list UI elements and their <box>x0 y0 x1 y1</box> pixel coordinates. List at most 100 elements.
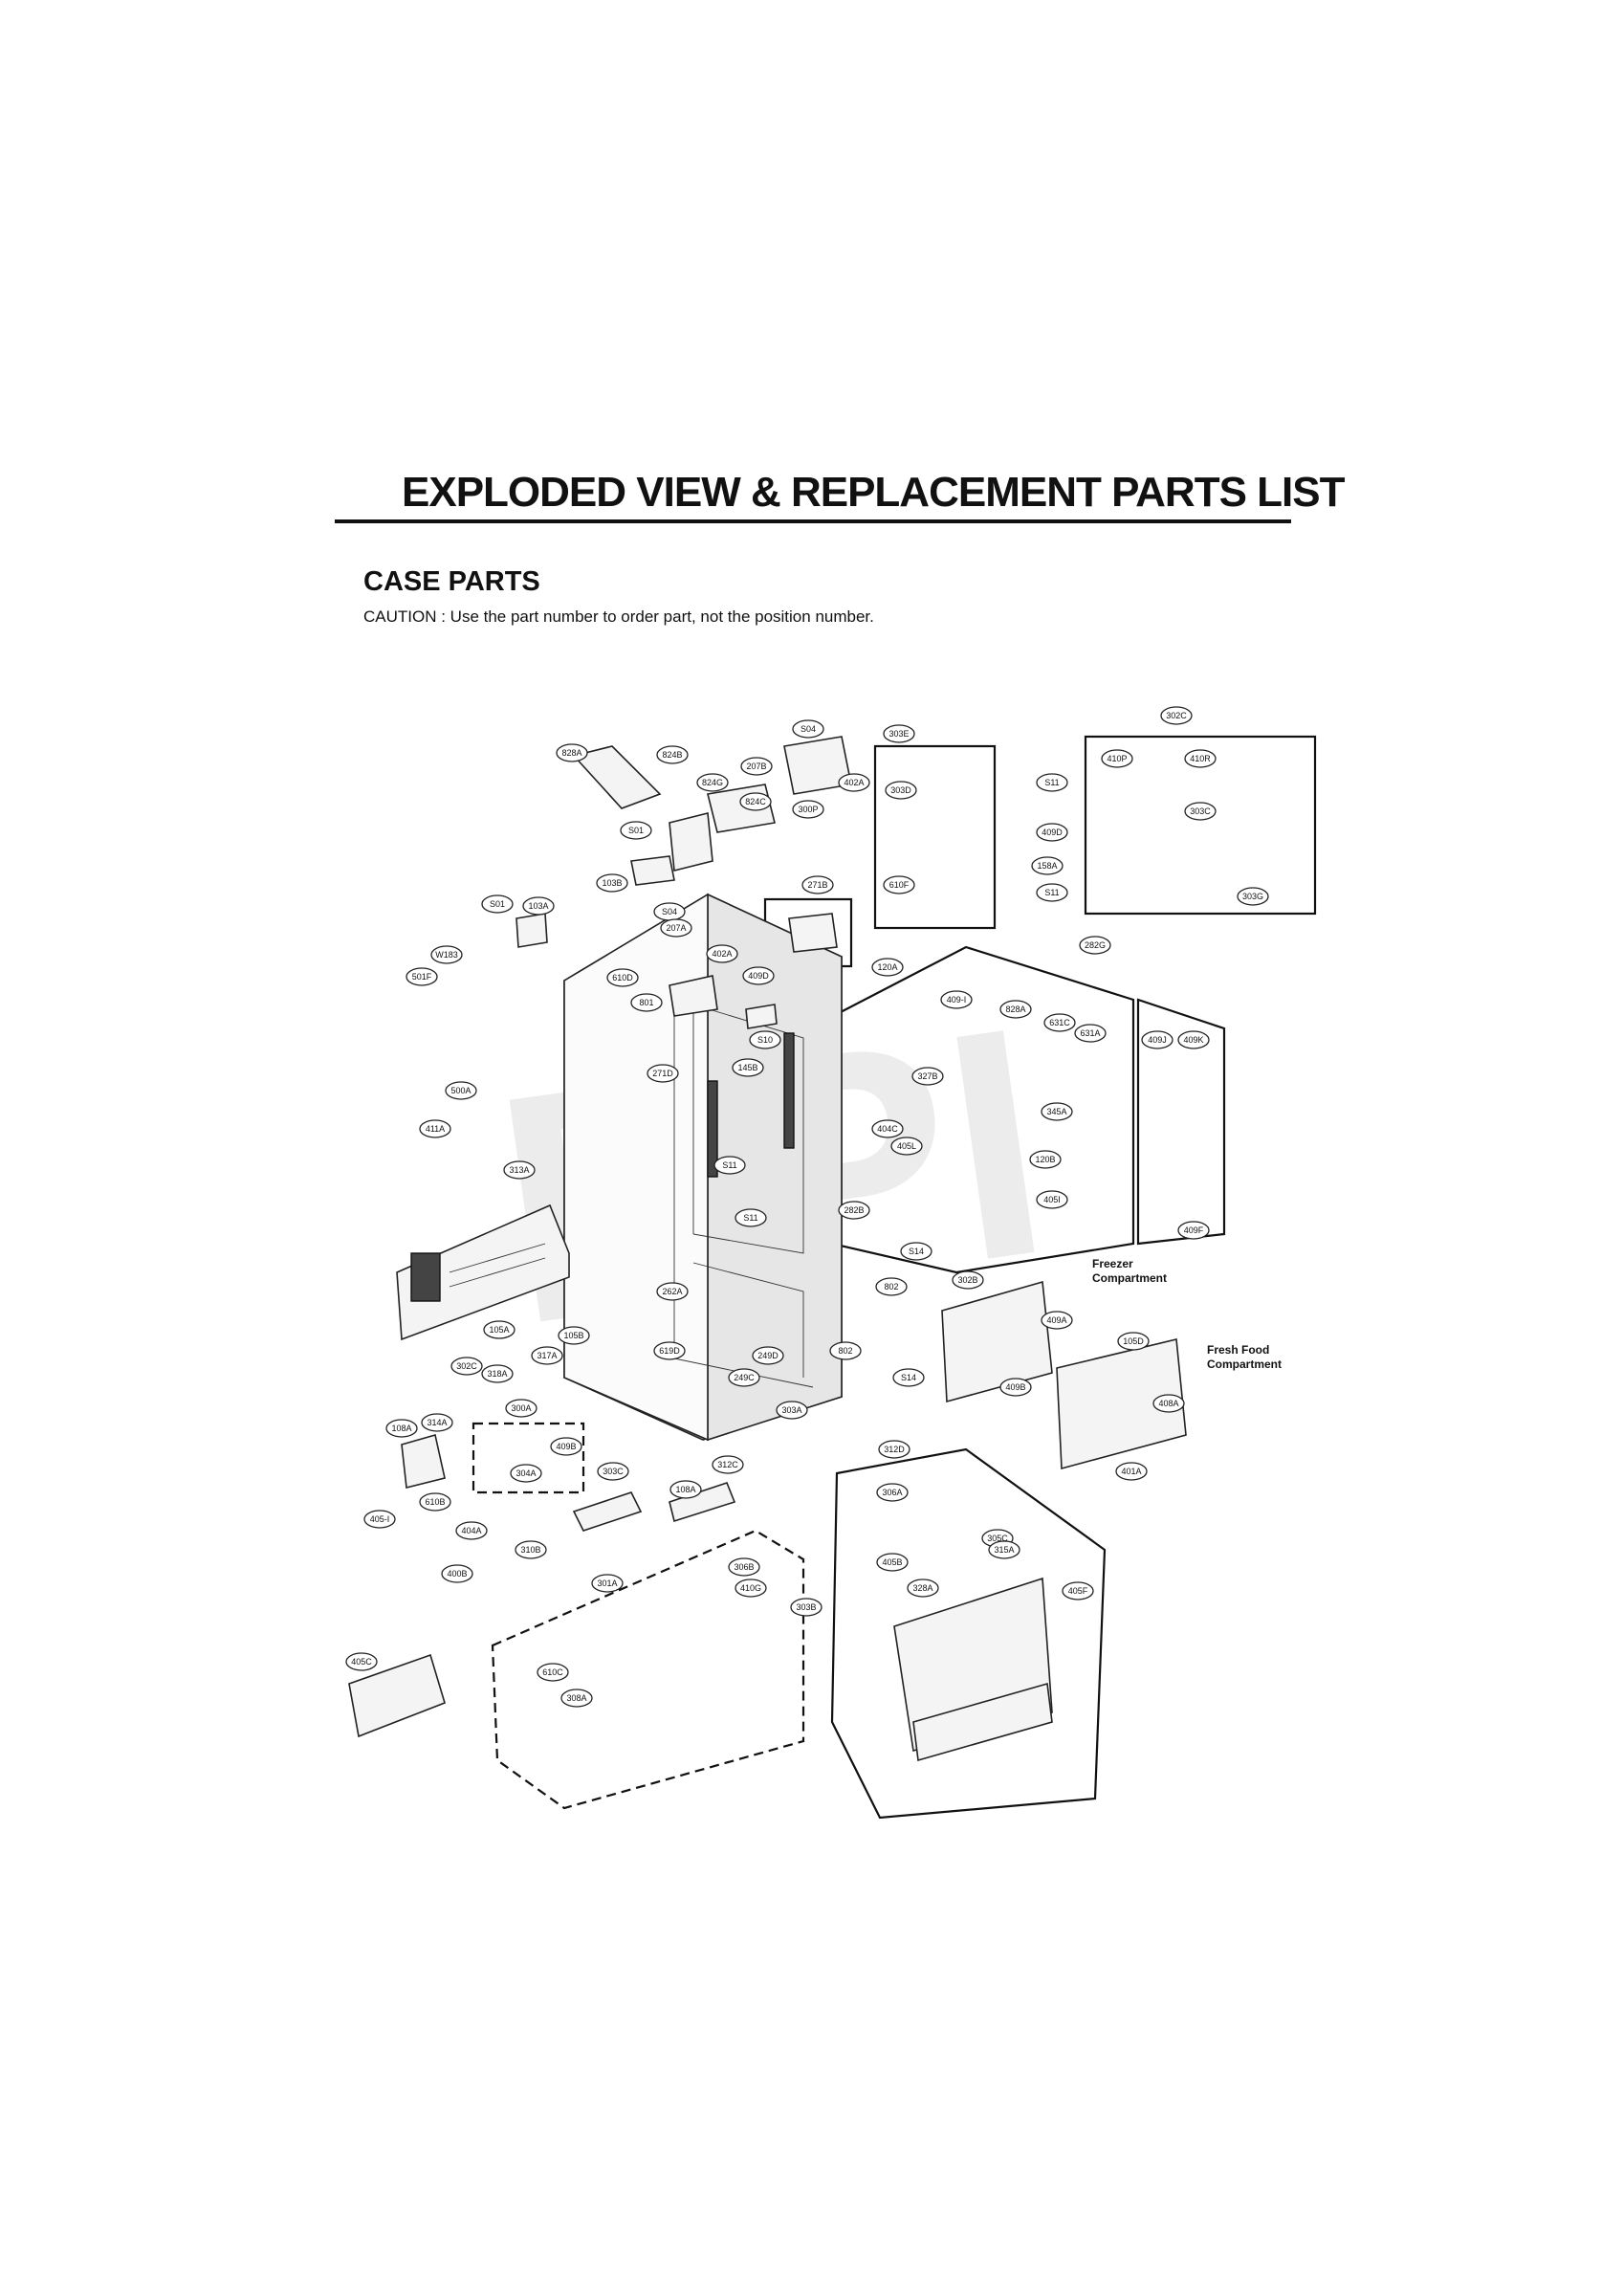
callout: 308A <box>560 1689 593 1708</box>
callout-label: 409J <box>1148 1035 1167 1045</box>
callout-bubble <box>450 1357 483 1376</box>
callout-label: 345A <box>1046 1107 1066 1116</box>
callout-label: 610D <box>612 973 633 982</box>
callout-bubble <box>510 1464 542 1483</box>
callout: S01 <box>481 894 514 914</box>
callout-label: 409D <box>1042 828 1063 837</box>
callout-bubble <box>792 800 824 819</box>
callout-label: S14 <box>909 1247 924 1256</box>
callout: 409K <box>1177 1030 1210 1049</box>
callout-bubble <box>911 1067 944 1086</box>
callout-bubble <box>556 743 588 762</box>
callout: S11 <box>713 1156 746 1175</box>
callout: 328A <box>907 1578 939 1598</box>
callout-label: 410R <box>1190 754 1211 763</box>
callout-bubble <box>1031 856 1064 875</box>
callout-label: 300A <box>511 1403 531 1413</box>
callout-label: 802 <box>838 1346 852 1356</box>
evaporators <box>941 1280 1187 1470</box>
callout-label: 610C <box>542 1667 563 1677</box>
callout: 824G <box>696 773 729 792</box>
callout-bubble <box>419 1492 451 1512</box>
callout-bubble <box>739 792 772 811</box>
section-title: CASE PARTS <box>363 566 540 597</box>
callout-bubble <box>522 896 555 916</box>
callout: S11 <box>735 1208 767 1227</box>
callout-bubble <box>620 821 652 840</box>
callout-label: 303A <box>781 1405 801 1415</box>
group-box-base <box>491 1529 805 1810</box>
freezer-label-2: Compartment <box>1092 1271 1167 1285</box>
callout-label: 313A <box>509 1165 529 1175</box>
callout-bubble <box>776 1401 808 1420</box>
callout: 315A <box>988 1540 1020 1559</box>
callout-bubble <box>647 1064 679 1083</box>
callout: 409B <box>550 1437 582 1456</box>
callout-label: 404A <box>461 1526 481 1535</box>
callout-label: 408A <box>1158 1399 1178 1408</box>
callout: 302C <box>1160 706 1193 725</box>
callout-bubble <box>900 1242 932 1261</box>
callout-label: 610B <box>425 1497 445 1507</box>
callout-bubble <box>829 1341 862 1360</box>
callout-bubble <box>749 1030 781 1049</box>
callout-bubble <box>875 1277 908 1296</box>
callout-label: 402A <box>844 778 864 787</box>
callout-bubble <box>669 1480 702 1499</box>
callout: 300P <box>792 800 824 819</box>
callout: 610B <box>419 1492 451 1512</box>
callout: 409-I <box>940 990 973 1009</box>
callout: 303G <box>1237 887 1269 906</box>
callout: 619D <box>653 1341 686 1360</box>
callout-bubble <box>653 1341 686 1360</box>
callout-label: 409A <box>1046 1315 1066 1325</box>
callout-bubble <box>735 1208 767 1227</box>
callout-bubble <box>892 1368 925 1387</box>
callout-label: 302C <box>456 1361 477 1371</box>
callout-label: 409K <box>1183 1035 1203 1045</box>
caution-note: CAUTION : Use the part number to order p… <box>363 607 874 626</box>
callout-bubble <box>752 1346 784 1365</box>
callout: 103A <box>522 896 555 916</box>
callout: 405F <box>1062 1581 1094 1601</box>
callout-bubble <box>907 1578 939 1598</box>
callout-bubble <box>878 1440 910 1459</box>
callout: 631A <box>1074 1024 1107 1043</box>
base-parts <box>348 1433 736 1738</box>
callout-bubble <box>406 967 438 986</box>
callout-label: 405L <box>897 1141 916 1151</box>
callout: 108A <box>385 1419 418 1438</box>
callout: S01 <box>620 821 652 840</box>
callout: 306B <box>728 1557 760 1577</box>
callout: 249C <box>728 1368 760 1387</box>
callout-label: 824G <box>702 778 723 787</box>
callout-bubble <box>876 1483 909 1502</box>
callout: 314A <box>421 1413 453 1432</box>
callout: 405I <box>1036 1190 1068 1209</box>
callout: 802 <box>875 1277 908 1296</box>
callout: 312D <box>878 1440 910 1459</box>
callout-label: 411A <box>426 1124 445 1134</box>
callout-label: 303E <box>888 729 909 739</box>
title-rule <box>335 519 1291 523</box>
callout-bubble <box>1036 773 1068 792</box>
callout: 303D <box>885 781 917 800</box>
callout-label: 310B <box>520 1545 540 1555</box>
callout-bubble <box>1184 749 1217 768</box>
callout-label: 318A <box>487 1369 507 1379</box>
callout: W183 <box>430 945 463 964</box>
callout-bubble <box>728 1557 760 1577</box>
callout: 410P <box>1101 749 1133 768</box>
callout-label: 103B <box>602 878 622 888</box>
callout-bubble <box>732 1058 764 1077</box>
top-parts <box>515 736 852 1029</box>
callout-bubble <box>505 1399 537 1418</box>
callout-bubble <box>792 719 824 739</box>
callout: 303B <box>790 1598 822 1617</box>
callout: 303A <box>776 1401 808 1420</box>
callout: 828A <box>999 1000 1032 1019</box>
callout: 501F <box>406 967 438 986</box>
callout-bubble <box>1041 1311 1073 1330</box>
callout-label: 409B <box>556 1442 576 1451</box>
callout-bubble <box>838 773 870 792</box>
